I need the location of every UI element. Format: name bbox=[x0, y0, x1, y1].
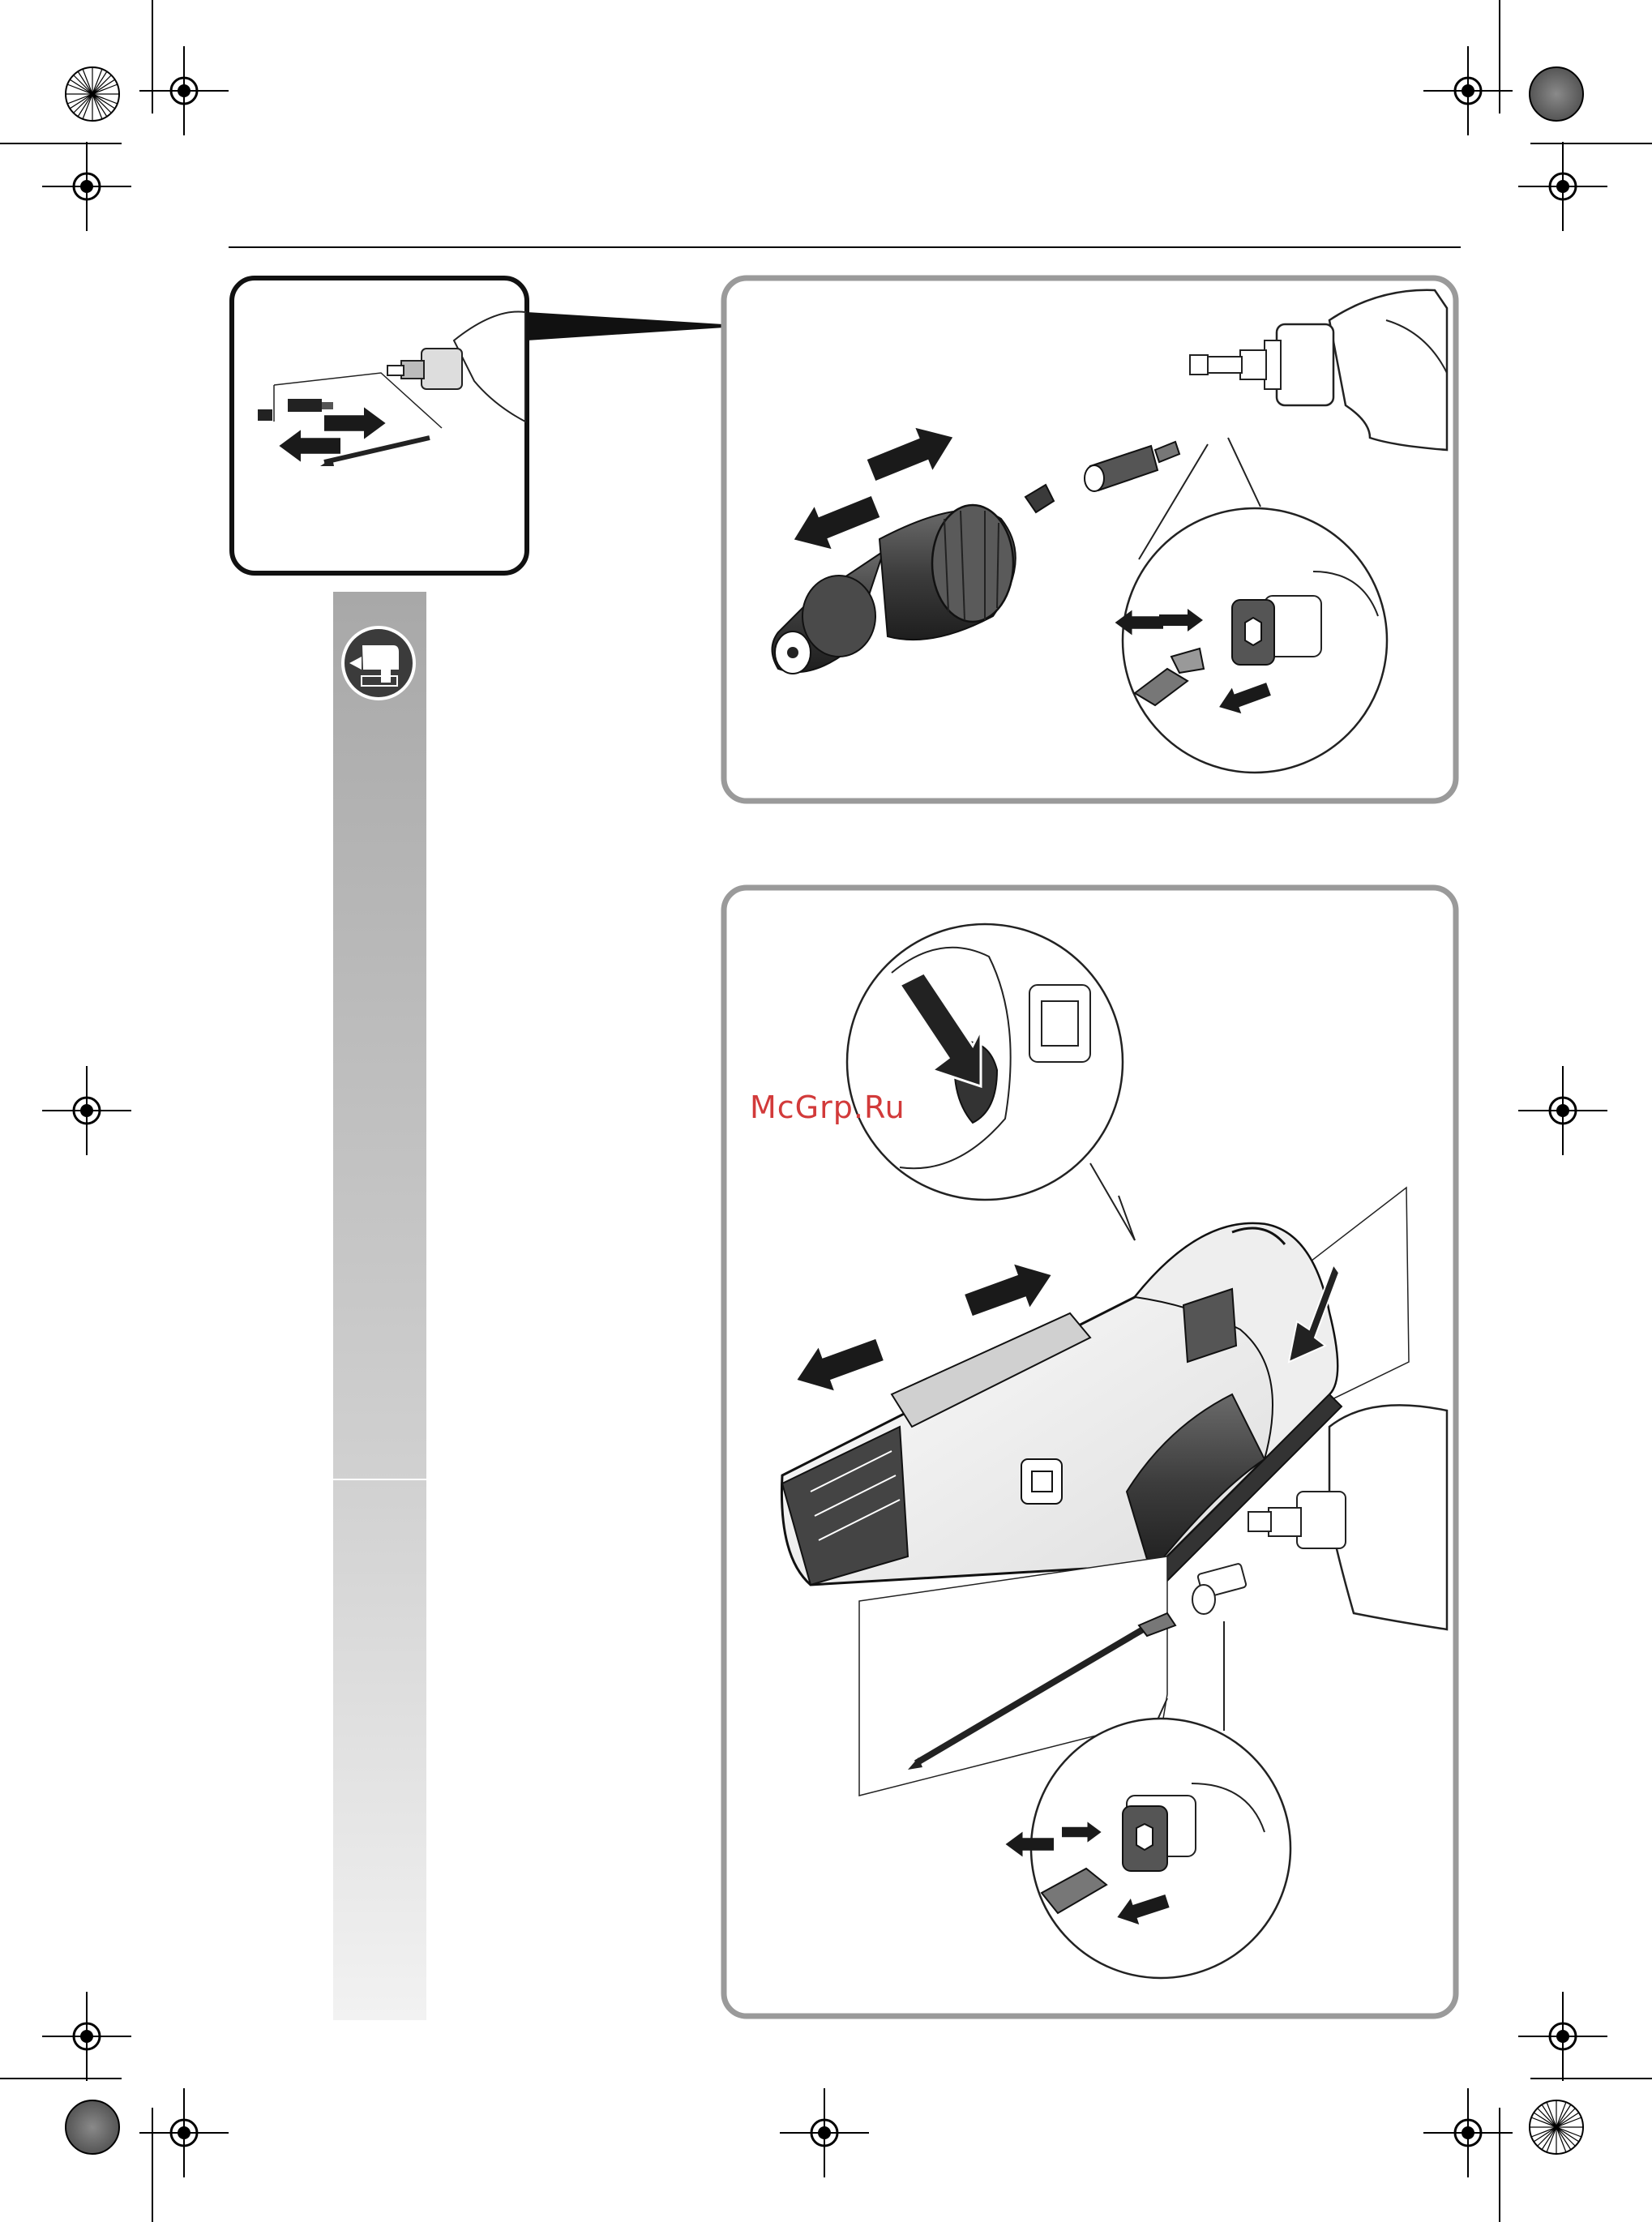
crosshair-mark bbox=[1518, 142, 1607, 231]
crosshair-mark bbox=[42, 1066, 131, 1155]
starburst-mark-top-left bbox=[66, 67, 119, 121]
crosshair-mark bbox=[42, 1992, 131, 2081]
gray-disc-mark-top-right bbox=[1530, 67, 1583, 121]
inset-overview-panel bbox=[232, 278, 724, 573]
starburst-mark-bottom-right bbox=[1530, 2100, 1583, 2154]
drill-battery-icon bbox=[343, 627, 414, 699]
crosshair-mark bbox=[1518, 1066, 1607, 1155]
watermark-text: McGrp.Ru bbox=[750, 1090, 905, 1125]
crosshair-mark bbox=[42, 142, 131, 231]
crosshair-mark bbox=[1518, 1992, 1607, 2081]
gray-disc-mark-bottom-left bbox=[66, 2100, 119, 2154]
crosshair-mark bbox=[780, 2088, 869, 2177]
side-tab bbox=[333, 592, 426, 2020]
figure-b-panel bbox=[724, 888, 1456, 2016]
figure-a-panel bbox=[724, 278, 1456, 801]
